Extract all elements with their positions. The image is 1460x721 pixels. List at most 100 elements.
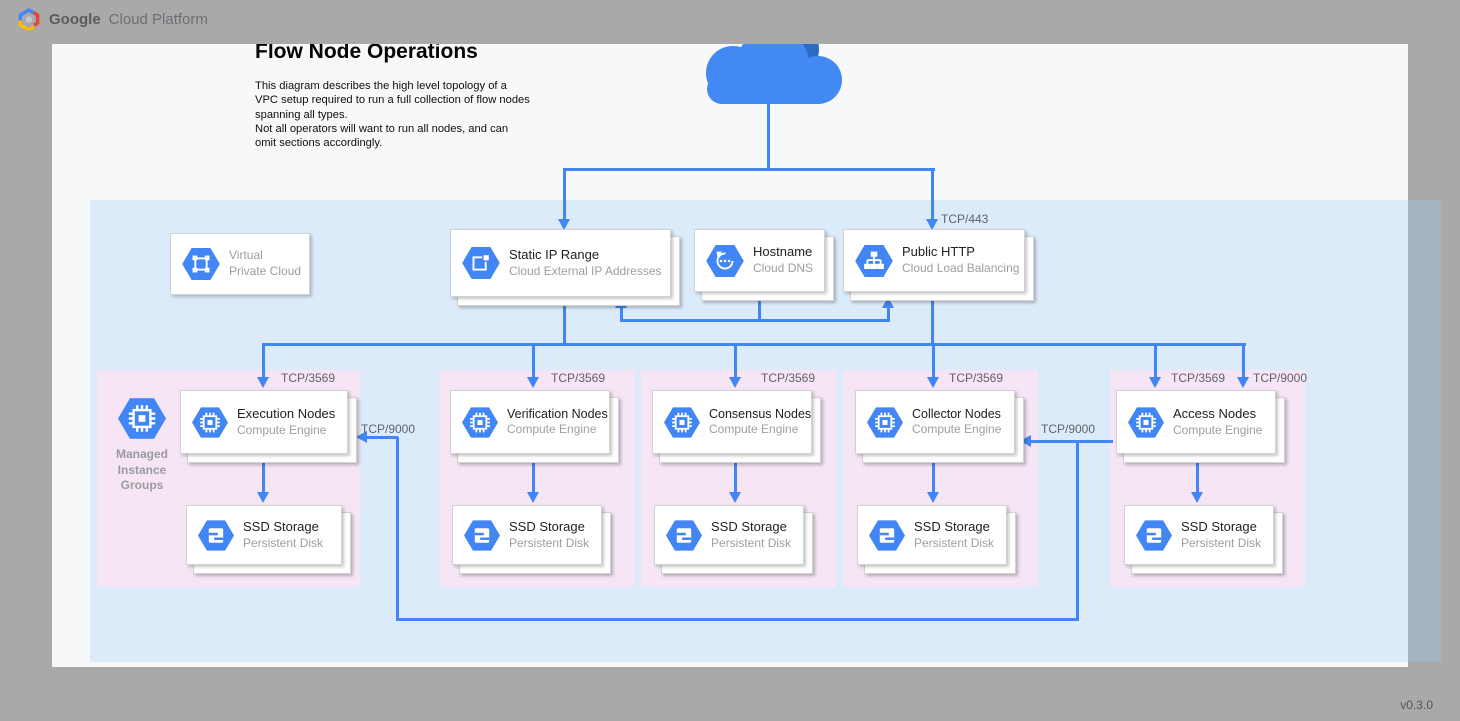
port-label-tcp443: TCP/443 <box>941 212 989 226</box>
card-subtitle: Compute Engine <box>1173 422 1263 437</box>
port-label-tcp9000: TCP/9000 <box>361 422 416 436</box>
version-label: v0.3.0 <box>1400 698 1433 712</box>
card-subtitle: Private Cloud <box>229 264 302 278</box>
card-static-ip-range: Static IP Range Cloud External IP Addres… <box>450 229 680 306</box>
cloud-dns-icon <box>706 245 744 277</box>
connector <box>931 168 934 220</box>
card-ssd-storage: SSD Storage Persistent Disk <box>654 505 813 574</box>
connector <box>734 345 737 378</box>
persistent-disk-icon <box>869 520 905 551</box>
card-ssd-storage: SSD Storage Persistent Disk <box>452 505 611 574</box>
card-subtitle: Persistent Disk <box>711 535 792 550</box>
load-balancer-icon <box>855 245 893 277</box>
description-paragraph: Not all operators will want to run all n… <box>255 122 509 150</box>
instance-group-icon <box>118 398 166 439</box>
header-band: Google Cloud Platform <box>0 0 1460 44</box>
connector <box>1196 460 1199 493</box>
card-collector-nodes: Collector Nodes Compute Engine <box>855 390 1024 463</box>
arrowhead <box>558 219 570 230</box>
arrowhead <box>356 431 367 443</box>
persistent-disk-icon <box>1136 520 1172 551</box>
connector <box>563 168 566 220</box>
card-subtitle: Cloud DNS <box>753 261 814 276</box>
connector <box>1242 345 1245 378</box>
arrowhead <box>926 219 938 230</box>
card-title: Public HTTP <box>902 244 975 260</box>
card-subtitle: Persistent Disk <box>1181 535 1262 550</box>
card-title: Collector Nodes <box>912 407 1001 422</box>
compute-engine-icon <box>1128 407 1164 438</box>
card-subtitle: Persistent Disk <box>509 535 590 550</box>
connector <box>758 293 761 321</box>
card-subtitle: Compute Engine <box>507 422 597 437</box>
arrowhead <box>257 492 269 503</box>
persistent-disk-icon <box>198 520 234 551</box>
card-title: SSD Storage <box>1181 518 1257 534</box>
page-title: Flow Node Operations <box>255 40 478 63</box>
connector <box>1076 441 1079 621</box>
connector <box>563 300 566 345</box>
arrowhead <box>527 377 539 388</box>
card-subtitle: Cloud External IP Addresses <box>509 263 662 278</box>
connector <box>262 460 265 493</box>
card-access-nodes: Access Nodes Compute Engine <box>1116 390 1285 463</box>
connector <box>532 460 535 493</box>
vpc-region-overhang <box>1408 200 1441 662</box>
arrowhead <box>927 492 939 503</box>
compute-engine-icon <box>664 407 700 438</box>
card-hostname: Hostname Cloud DNS <box>694 229 834 301</box>
card-subtitle: Persistent Disk <box>914 535 995 550</box>
card-ssd-storage: SSD Storage Persistent Disk <box>857 505 1016 574</box>
card-title: Verification Nodes <box>507 407 608 422</box>
connector <box>1031 440 1113 443</box>
port-label-tcp3569: TCP/3569 <box>949 371 1004 385</box>
brand-secondary: Cloud Platform <box>108 10 208 28</box>
persistent-disk-icon <box>464 520 500 551</box>
card-title: Virtual <box>229 248 263 263</box>
brand-primary: Google <box>49 10 101 28</box>
connector <box>367 436 398 439</box>
connector <box>620 319 890 322</box>
brand: Google Cloud Platform <box>17 8 208 30</box>
port-label-tcp3569: TCP/3569 <box>551 371 606 385</box>
external-ip-icon <box>462 247 500 279</box>
card-title: Access Nodes <box>1173 405 1257 421</box>
card-title: SSD Storage <box>509 518 585 534</box>
card-verification-nodes: Verification Nodes Compute Engine <box>450 390 619 463</box>
arrowhead <box>1020 435 1031 447</box>
card-title: SSD Storage <box>243 518 319 534</box>
port-label-tcp3569: TCP/3569 <box>1171 371 1226 385</box>
card-subtitle: Cloud Load Balancing <box>902 261 1020 276</box>
connector <box>262 343 1246 346</box>
card-title: Hostname <box>753 244 813 260</box>
compute-engine-icon <box>462 407 498 438</box>
arrowhead <box>1237 377 1249 388</box>
connector <box>734 460 737 493</box>
card-consensus-nodes: Consensus Nodes Compute Engine <box>652 390 821 463</box>
vpc-icon <box>182 248 220 280</box>
compute-engine-icon <box>192 407 228 438</box>
compute-engine-icon <box>867 407 903 438</box>
card-subtitle: Compute Engine <box>912 422 1002 437</box>
connector <box>396 618 1079 621</box>
connector <box>262 345 265 378</box>
card-public-http: Public HTTP Cloud Load Balancing <box>843 229 1034 301</box>
port-label-tcp3569: TCP/3569 <box>281 371 336 385</box>
connector <box>931 294 934 345</box>
page-description: This diagram describes the high level to… <box>255 79 531 151</box>
arrowhead <box>927 377 939 388</box>
connector <box>932 345 935 378</box>
card-virtual-private-cloud: Virtual Private Cloud <box>170 233 310 295</box>
managed-instance-groups-label: Managed Instance Groups <box>115 447 168 493</box>
card-subtitle: Compute Engine <box>237 422 327 437</box>
card-execution-nodes: Execution Nodes Compute Engine <box>180 390 357 463</box>
port-label-tcp3569: TCP/3569 <box>761 371 816 385</box>
connector <box>932 460 935 493</box>
arrowhead <box>1191 492 1203 503</box>
connector <box>887 308 890 321</box>
connector <box>1154 345 1157 378</box>
gcp-logo-icon <box>18 8 40 30</box>
card-title: Execution Nodes <box>237 405 336 421</box>
card-title: Consensus Nodes <box>709 407 812 422</box>
connector <box>396 437 399 621</box>
